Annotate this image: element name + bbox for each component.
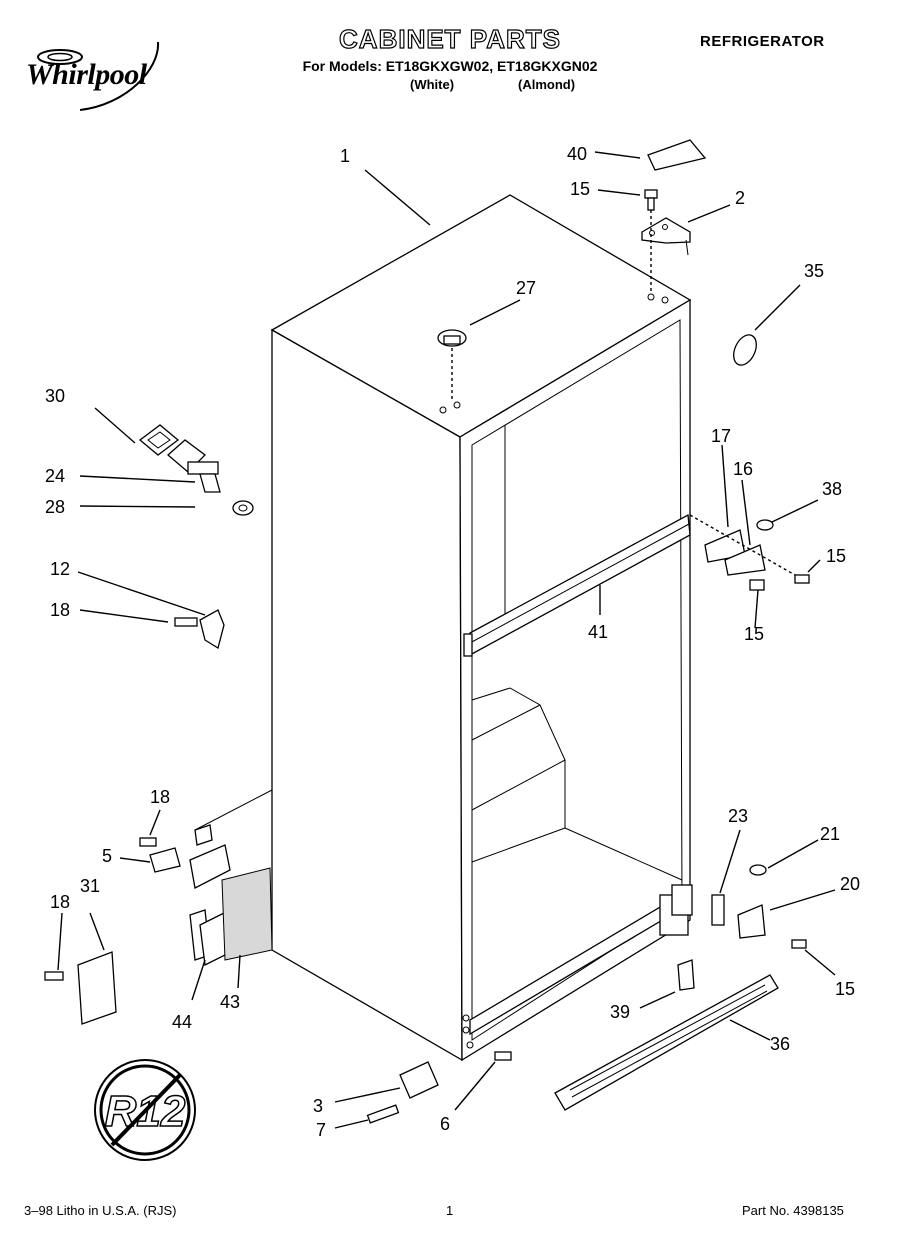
label-12: 12 [50, 559, 70, 579]
label-20: 20 [840, 874, 860, 894]
label-36: 36 [770, 1034, 790, 1054]
brand-name: Whirlpool [26, 58, 147, 91]
label-15-bottom: 15 [835, 979, 855, 999]
plug-27 [437, 329, 467, 347]
label-3: 3 [313, 1096, 323, 1116]
hinge-2 [641, 217, 691, 256]
label-15-right: 15 [826, 546, 846, 566]
cabinet-body [270, 194, 692, 1062]
label-40: 40 [567, 144, 587, 164]
label-7: 7 [316, 1120, 326, 1140]
parts-12-18 [174, 609, 225, 650]
label-41: 41 [588, 622, 608, 642]
label-43: 43 [220, 992, 240, 1012]
label-30: 30 [45, 386, 65, 406]
label-5: 5 [102, 846, 112, 866]
label-28: 28 [45, 497, 65, 517]
label-6: 6 [440, 1114, 450, 1134]
model-numbers: For Models: ET18GKXGW02, ET18GKXGN02 [302, 58, 598, 74]
label-18-lower: 18 [50, 892, 70, 912]
label-31: 31 [80, 876, 100, 896]
screw-15-top [644, 189, 658, 211]
label-1: 1 [340, 146, 350, 166]
label-35: 35 [804, 261, 824, 281]
label-24: 24 [45, 466, 65, 486]
color-white: (White) [410, 77, 455, 92]
divider-bar-41 [463, 513, 691, 657]
no-r12-badge: R12 [94, 1059, 196, 1161]
parts-bottom [366, 1051, 512, 1124]
label-38: 38 [822, 479, 842, 499]
label-18-mid: 18 [150, 787, 170, 807]
footer-litho: 3–98 Litho in U.S.A. (RJS) [24, 1203, 177, 1218]
parts-right-lower [554, 864, 807, 1111]
leader-lines [57, 151, 836, 1129]
parts-30-24-28 [138, 424, 254, 516]
whirlpool-logo [30, 40, 180, 125]
color-almond: (Almond) [518, 77, 576, 92]
label-17: 17 [711, 426, 731, 446]
footer-part-number: Part No. 4398135 [742, 1203, 844, 1218]
label-21: 21 [820, 824, 840, 844]
label-2: 2 [735, 188, 745, 208]
parts-left-lower [44, 789, 273, 1025]
footer-page-number: 1 [446, 1203, 454, 1218]
category-label: REFRIGERATOR [700, 33, 825, 50]
whirlpool-swirl-icon [37, 41, 160, 111]
label-15-top: 15 [570, 179, 590, 199]
label-18-upper: 18 [50, 600, 70, 620]
label-27: 27 [516, 278, 536, 298]
label-16: 16 [733, 459, 753, 479]
bottom-rail [469, 884, 693, 1036]
part-labels: 1 2 3 5 6 7 12 15 15 15 15 16 17 18 18 1… [45, 144, 860, 1140]
label-44: 44 [172, 1012, 192, 1032]
label-39: 39 [610, 1002, 630, 1022]
parts-right-upper [689, 514, 810, 591]
part-35 [733, 334, 757, 366]
top-cap-40 [647, 139, 707, 171]
label-23: 23 [728, 806, 748, 826]
label-15-mid: 15 [744, 624, 764, 644]
page-title: CABINET PARTS [338, 23, 561, 54]
